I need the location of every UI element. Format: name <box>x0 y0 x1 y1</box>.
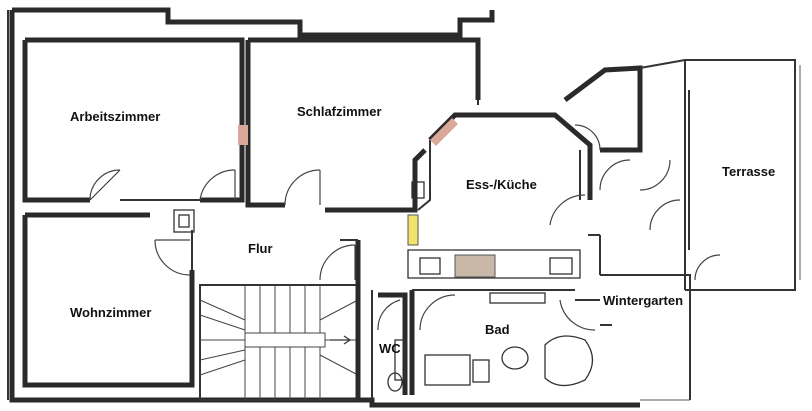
doors <box>89 124 721 331</box>
bad-walls <box>409 289 600 395</box>
staircase <box>199 284 359 401</box>
flur-walls <box>340 239 373 400</box>
chimney-accents <box>238 118 458 199</box>
room-label-bad: Bad <box>485 322 510 337</box>
room-label-wohnzimmer: Wohnzimmer <box>70 305 152 320</box>
terrasse-walls <box>639 59 801 291</box>
wc-walls <box>378 292 408 395</box>
room-label-wc: WC <box>379 341 401 356</box>
wintergarten-walls <box>600 274 691 401</box>
room-label-terrasse: Terrasse <box>722 164 776 179</box>
wohnzimmer-walls <box>22 209 195 388</box>
room-label-flur: Flur <box>248 241 273 256</box>
room-label-ess-kueche: Ess-/Küche <box>466 177 537 192</box>
schlafzimmer-walls <box>245 37 481 213</box>
room-label-arbeitszimmer: Arbeitszimmer <box>70 109 161 124</box>
room-label-wintergarten: Wintergarten <box>603 293 684 308</box>
room-label-schlafzimmer: Schlafzimmer <box>297 104 382 119</box>
arbeitszimmer-walls <box>22 37 245 203</box>
